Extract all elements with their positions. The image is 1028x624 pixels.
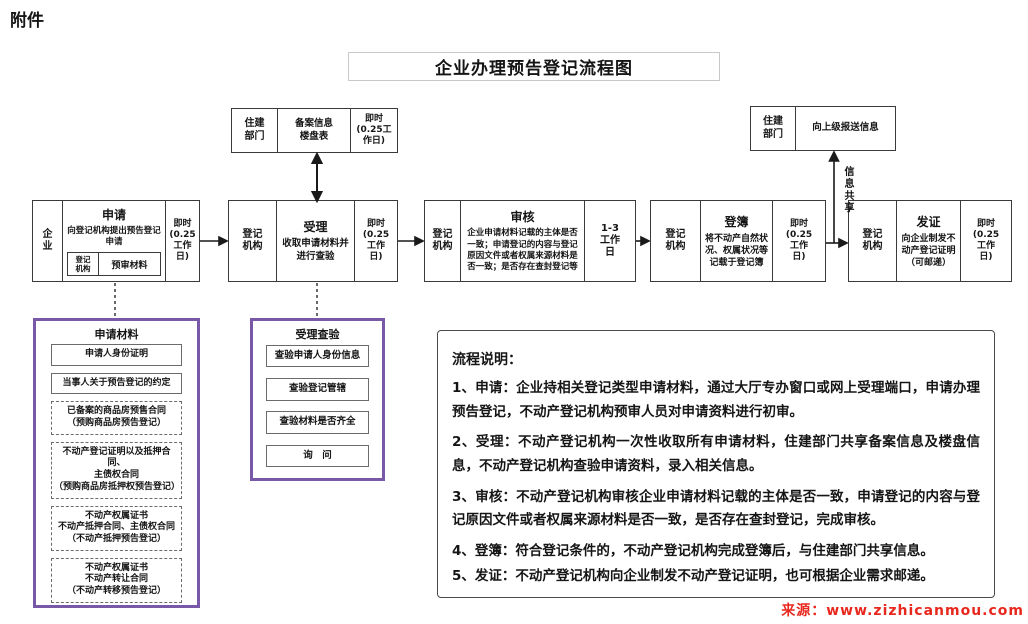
step-review-box: 登记 机构 审核 企业申请材料记载的主体是否一致；申请登记的内容与登记原因文件或…: [424, 200, 636, 282]
material-item: 不动产权属证书 不动产抵押合同、主债权合同 （不动产抵押预告登记）: [50, 505, 183, 551]
dashed-links: [114, 283, 318, 317]
record-actor-label: 登记 机构: [665, 228, 686, 253]
record-time-label: 即时 (0.25 工作 日): [785, 219, 813, 262]
attachment-label: 附件: [10, 11, 44, 31]
materials-panel: 申请材料 申请人身份证明 当事人关于预告登记的约定 已备案的商品房预售合同 （预…: [33, 318, 200, 608]
material-item: 不动产登记证明以及抵押合同、 主债权合同 （预购商品房抵押权预告登记）: [50, 441, 183, 499]
filing-content-label: 备案信息 楼盘表: [294, 117, 333, 142]
note-item: 3、审核：不动产登记机构审核企业申请材料记载的主体是否一致，申请登记的内容与登记…: [452, 488, 980, 529]
acceptance-check-panel: 受理查验 查验申请人身份信息 查验登记管辖 查验材料是否齐全 询 问: [250, 318, 385, 481]
note-item: 2、受理：不动产登记机构一次性收取所有申请材料，住建部门共享备案信息及楼盘信息，…: [452, 434, 980, 474]
notes-title: 流程说明：: [452, 352, 522, 368]
step-apply-box: 企 业 申请 向登记机构提出预告登记申请 登记 机构 预审材料 即时 (0.25…: [32, 200, 200, 282]
info-share-label: 信息共享: [842, 166, 853, 214]
issue-title: 发证: [916, 214, 941, 229]
review-time-label: 1-3 工作 日: [600, 223, 620, 258]
apply-title: 申请: [101, 207, 126, 222]
acceptance-check-title: 受理查验: [295, 328, 340, 341]
material-item: 当事人关于预告登记的约定: [50, 372, 183, 395]
step-record-box: 登记 机构 登簿 将不动产自然状况、权属状况等记载于登记簿 即时 (0.25 工…: [650, 200, 826, 282]
apply-actor-label: 企 业: [42, 228, 53, 253]
source-watermark: 来源：www.zizhicanmou.com: [781, 603, 1024, 619]
review-actor-label: 登记 机构: [432, 228, 453, 253]
step-issue-box: 登记 机构 发证 向企业制发不动产登记证明（可邮递） 即时 (0.25 工作 日…: [848, 200, 1012, 282]
page-title: 企业办理预告登记流程图: [348, 52, 720, 81]
filing-info-box: 住建 部门 备案信息 楼盘表 即时 (0.25工 作日): [231, 108, 398, 153]
accept-desc: 收取申请材料并进行查验: [282, 238, 349, 262]
material-item: 不动产权属证书 不动产转让合同 （不动产转移预告登记）: [50, 557, 183, 603]
process-notes-box: 流程说明： 1、申请：企业持相关登记类型申请材料，通过大厅专办窗口或网上受理端口…: [437, 330, 995, 598]
filing-double-arrow: [310, 151, 324, 204]
apply-sub-right-label: 预审材料: [111, 260, 148, 271]
step-accept-box: 登记 机构 受理 收取申请材料并进行查验 即时 (0.25 工作 日): [228, 200, 398, 282]
check-item: 查验登记管辖: [266, 378, 369, 401]
apply-sub-left-label: 登记 机构: [68, 253, 99, 276]
apply-sub-box: 登记 机构 预审材料: [67, 252, 161, 277]
record-desc: 将不动产自然状况、权属状况等记载于登记簿: [704, 233, 768, 269]
acceptance-check-list: 查验申请人身份信息 查验登记管辖 查验材料是否齐全 询 问: [259, 344, 376, 474]
review-desc: 企业申请材料记载的主体是否一致；申请登记的内容与登记原因文件或者权属来源材料是否…: [467, 228, 578, 273]
accept-time-label: 即时 (0.25 工作 日): [362, 219, 390, 262]
material-item: 已备案的商品房预售合同 （预购商品房预告登记）: [50, 401, 183, 435]
report-box: 住建 部门 向上级报送信息: [750, 106, 896, 151]
note-item: 1、申请：企业持相关登记类型申请材料，通过大厅专办窗口或网上受理端口，申请办理预…: [452, 380, 980, 420]
filing-time-label: 即时 (0.25工 作日): [356, 114, 392, 146]
report-content-label: 向上级报送信息: [812, 122, 879, 134]
apply-time-label: 即时 (0.25 工作 日): [169, 219, 196, 262]
apply-desc: 向登记机构提出预告登记申请: [67, 225, 161, 247]
filing-dept-label: 住建 部门: [244, 118, 265, 142]
check-item: 查验材料是否齐全: [266, 411, 369, 434]
accept-actor-label: 登记 机构: [242, 228, 263, 253]
check-item: 询 问: [266, 444, 369, 468]
materials-list: 申请人身份证明 当事人关于预告登记的约定 已备案的商品房预售合同 （预购商品房预…: [42, 344, 191, 607]
record-title: 登簿: [724, 214, 749, 229]
accept-title: 受理: [303, 220, 328, 235]
report-dept-label: 住建 部门: [763, 116, 783, 140]
material-item: 申请人身份证明: [50, 344, 183, 366]
info-share-arrow: [828, 150, 840, 243]
materials-title: 申请材料: [94, 328, 139, 341]
review-title: 审核: [510, 210, 535, 225]
note-item: 5、发证：不动产登记机构向企业制发不动产登记证明，也可根据企业需求邮递。: [452, 568, 934, 585]
issue-time-label: 即时 (0.25 工作 日): [972, 219, 1000, 262]
note-item: 4、登簿：符合登记条件的，不动产登记机构完成登簿后，与住建部门共享信息。: [452, 542, 934, 559]
issue-desc: 向企业制发不动产登记证明（可邮递）: [901, 233, 956, 269]
issue-actor-label: 登记 机构: [862, 228, 883, 253]
check-item: 查验申请人身份信息: [266, 344, 369, 368]
